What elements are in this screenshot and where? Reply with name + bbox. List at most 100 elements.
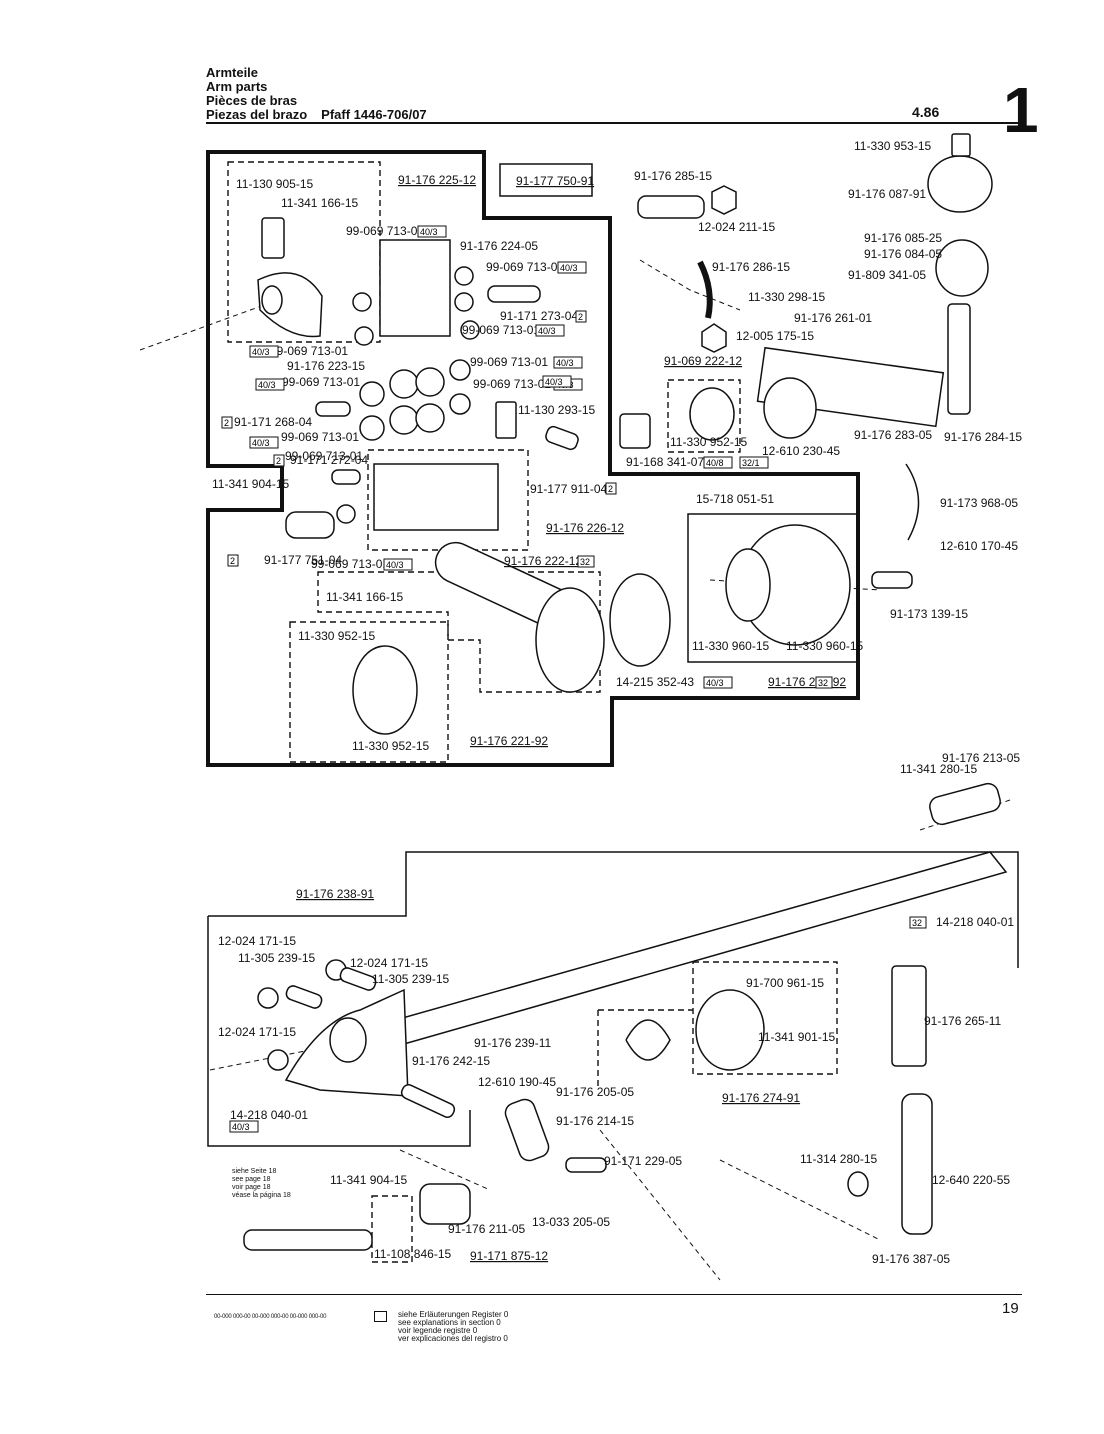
part-number-label: 11-305 239-15 <box>238 951 316 965</box>
section-tag: 40/3 <box>258 380 276 390</box>
section-number: 1 <box>1003 74 1039 146</box>
part-number-label: 11-341 904-15 <box>330 1173 408 1187</box>
part-number-label: 11-341 280-15 <box>900 762 978 776</box>
part-number-label: 91-809 341-05 <box>848 268 926 282</box>
section-tag: 32 <box>818 678 828 688</box>
section-tag: 40/3 <box>545 377 563 387</box>
part-number-label: 99-069 713-01 <box>462 323 540 337</box>
page-header: Armteile Arm parts Pièces de bras Piezas… <box>206 66 427 122</box>
section-tag: 40/8 <box>706 458 724 468</box>
part-number-label: 91-176 221-92 <box>470 734 548 748</box>
part-number-label: 12-024 211-15 <box>698 220 776 234</box>
section-tag: 32 <box>580 557 590 567</box>
part-number-label: 11-305 239-15 <box>372 972 450 986</box>
part-number-label: 12-610 190-45 <box>478 1075 556 1089</box>
part-number-label: 13-033 205-05 <box>532 1215 610 1229</box>
part-number-label: 91-176 242-15 <box>412 1054 490 1068</box>
part-number-label: 91-176 213-05 <box>942 751 1020 765</box>
part-number-label: 91-171 272-04 <box>290 453 368 467</box>
page-number: 19 <box>1002 1300 1019 1317</box>
section-tag: 32/1 <box>742 458 760 468</box>
thread-guide <box>891 965 927 1067</box>
section-tag: 40/3 <box>386 560 404 570</box>
part-number-label: 12-610 170-45 <box>940 539 1018 553</box>
long-screw <box>243 1229 373 1251</box>
section-tag: 40/3 <box>556 358 574 368</box>
part-number-label: 91-176 283-05 <box>854 428 932 442</box>
section-tag-box <box>909 916 927 929</box>
part-number-label: 91-176 286-15 <box>712 260 790 274</box>
issue-date: 4.86 <box>912 104 940 120</box>
part-number-label: 91-700 961-15 <box>746 976 824 990</box>
part-number-label: 91-069 222-12 <box>664 354 742 368</box>
part-number-label: 91-176 238-91 <box>296 887 374 901</box>
bracket-part <box>379 239 451 337</box>
part-number-label: 91-177 911-04 <box>530 482 608 496</box>
screw-part <box>261 217 285 259</box>
part-number-label: 91-176 239-11 <box>474 1036 552 1050</box>
section-tag-box <box>577 555 595 568</box>
part-number-label: 99-069 713-01 <box>346 224 424 238</box>
section-tag: 2 <box>224 418 229 428</box>
part-number-label: 91-176 274-91 <box>722 1091 800 1105</box>
torsion-spring <box>625 1019 671 1061</box>
part-number-label: 91-176 285-15 <box>634 169 712 183</box>
part-number-label: 99-069 713-01 <box>470 355 548 369</box>
section-tag-box <box>535 324 565 337</box>
section-tag-box <box>815 676 833 689</box>
part-number-label: 12-005 175-15 <box>736 329 814 343</box>
part-number-label: 12-024 171-15 <box>218 934 296 948</box>
part-number-label: 11-130 905-15 <box>236 177 314 191</box>
part-number-label: 12-640 220-55 <box>932 1173 1010 1187</box>
part-number-label: 11-330 298-15 <box>748 290 826 304</box>
part-number-label: 14-218 040-01 <box>230 1108 308 1122</box>
part-number-label: 11-108 846-15 <box>374 1247 452 1261</box>
section-tag-box <box>542 375 572 388</box>
section-tag-box <box>255 378 285 391</box>
yoke-part <box>373 463 499 531</box>
part-number-label: 12-024 171-15 <box>350 956 428 970</box>
part-number-label: 91-173 139-15 <box>890 607 968 621</box>
section-tag: 40/3 <box>706 678 724 688</box>
section-tag-box <box>227 554 239 567</box>
section-tag-box <box>557 261 587 274</box>
section-tag: 2 <box>578 312 583 322</box>
part-number-label: 91-176 222-12 <box>504 554 582 568</box>
subassembly-box-3 <box>317 571 601 693</box>
part-number-label: 11-330 953-15 <box>854 139 932 153</box>
model-name: Pfaff 1446-706/07 <box>321 107 427 122</box>
section-tag-box <box>383 558 413 571</box>
reference-box <box>499 163 593 197</box>
part-number-label: 91-171 268-04 <box>234 415 312 429</box>
part-number-label: 11-341 166-15 <box>281 196 359 210</box>
footer-legend: siehe Erläuterungen Register 0 see expla… <box>398 1310 509 1343</box>
part-number-label: 91-176 087-91 <box>848 187 926 201</box>
part-number-label: 91-171 229-05 <box>604 1154 682 1168</box>
section-tag-box <box>229 1120 259 1133</box>
section-tag-box <box>249 345 279 358</box>
footer-codes: 00-000 000-00 00-000 000-00 00-000 000-0… <box>214 1314 327 1320</box>
section-tag-box <box>703 676 733 689</box>
section-tag-box <box>417 225 447 238</box>
part-number-label: 11-330 960-15 <box>786 639 864 653</box>
part-number-label: 11-330 952-15 <box>352 739 430 753</box>
section-tag-box <box>273 454 285 467</box>
part-number-label: 91-176 387-05 <box>872 1252 950 1266</box>
title-fr: Pièces de bras <box>206 93 298 108</box>
part-number-label: 99-069 713-01 <box>282 375 360 389</box>
part-number-label: 99-069 713-01 <box>486 260 564 274</box>
part-number-label: 91-177 750-91 <box>516 174 594 188</box>
part-number-label: 99-069 713-01 <box>285 449 363 463</box>
section-tag: 2 <box>608 484 613 494</box>
section-tag-box <box>575 310 587 323</box>
section-tag-box <box>249 436 279 449</box>
part-number-label: 91-176 220-92 <box>768 675 846 689</box>
footer-rule <box>206 1294 1022 1295</box>
part-number-label: 91-177 751-04 <box>264 553 342 567</box>
section-tag: 40/3 <box>560 263 578 273</box>
legend-box-icon <box>374 1311 387 1322</box>
part-number-label: 99-069 713-01 <box>281 430 359 444</box>
